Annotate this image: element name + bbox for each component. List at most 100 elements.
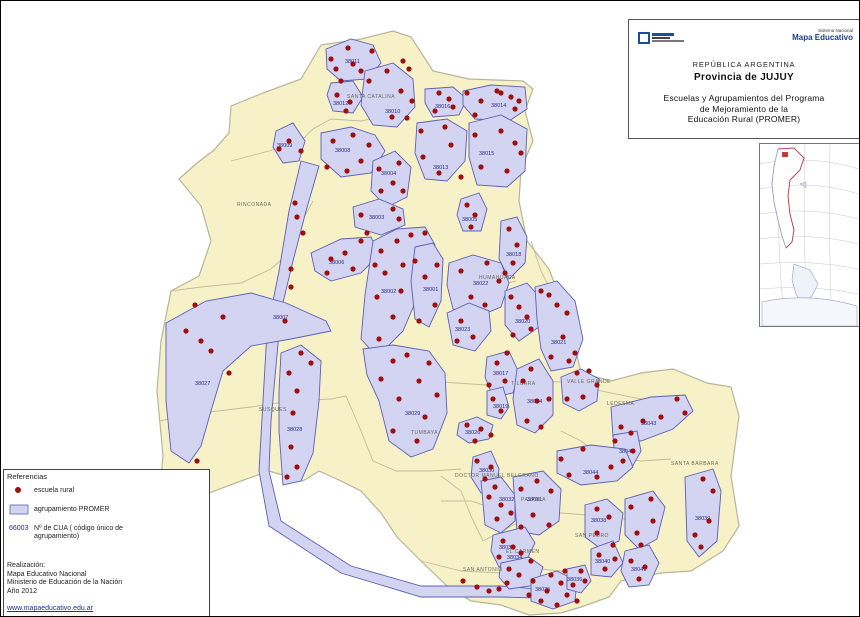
svg-text:38020: 38020 (515, 319, 530, 325)
promer-groups (272, 38, 722, 610)
school-marker (454, 338, 460, 344)
school-marker (468, 224, 474, 230)
credit-line-1: Realización: (7, 562, 46, 569)
school-marker (350, 266, 356, 272)
school-marker (472, 438, 478, 444)
school-marker (512, 106, 518, 112)
school-marker (416, 378, 422, 384)
school-marker (378, 188, 384, 194)
svg-text:SANTA BARBARA: SANTA BARBARA (671, 461, 719, 467)
school-marker (460, 578, 466, 584)
mapa-educativo-link[interactable]: www.mapaeducativo.edu.ar (7, 605, 93, 612)
school-marker (516, 98, 522, 104)
title-box: Sistema Nacional Mapa Educativo REPÚBLIC… (628, 19, 859, 139)
school-marker (208, 348, 214, 354)
school-marker (572, 350, 578, 356)
school-marker (594, 474, 600, 480)
school-marker (198, 338, 204, 344)
svg-text:38039: 38039 (695, 516, 710, 522)
school-marker (498, 408, 504, 414)
school-marker (554, 302, 560, 308)
school-marker (504, 350, 510, 356)
school-marker (526, 592, 532, 598)
svg-text:TILCARA: TILCARA (511, 381, 536, 387)
school-marker (478, 164, 484, 170)
svg-text:LEDESMA: LEDESMA (607, 401, 635, 407)
school-marker (384, 68, 390, 74)
legend: Referencias escuela rural agrupamiento P… (3, 469, 210, 616)
school-marker (458, 268, 464, 274)
school-marker (330, 138, 336, 144)
svg-text:HUMAHUACA: HUMAHUACA (479, 275, 516, 281)
school-marker (396, 396, 402, 402)
school-marker (580, 394, 586, 400)
school-marker (508, 94, 514, 100)
school-marker-icon (15, 487, 21, 493)
school-marker (564, 396, 570, 402)
school-marker (628, 558, 634, 564)
school-marker (486, 494, 492, 500)
school-marker (610, 542, 616, 548)
school-marker (506, 566, 512, 572)
svg-text:38032: 38032 (499, 497, 514, 503)
school-marker (534, 478, 540, 484)
school-marker (482, 302, 488, 308)
school-marker (512, 140, 518, 146)
school-marker (350, 61, 356, 67)
school-marker (464, 90, 470, 96)
school-marker (432, 302, 438, 308)
school-marker (548, 488, 554, 494)
school-marker (458, 174, 464, 180)
school-marker (608, 464, 614, 470)
school-marker (502, 270, 508, 276)
school-marker (514, 242, 520, 248)
school-marker (470, 334, 476, 340)
school-marker (468, 294, 474, 300)
school-marker (464, 202, 470, 208)
school-marker (710, 488, 716, 494)
school-marker (338, 78, 344, 84)
map-subtitle: Escuelas y Agrupamientos del Programa de… (629, 93, 859, 125)
school-marker (422, 274, 428, 280)
svg-text:38001: 38001 (423, 287, 438, 293)
school-marker (183, 328, 189, 334)
svg-text:38040: 38040 (595, 559, 610, 565)
school-marker (538, 598, 544, 604)
subtitle-line-2: de Mejoramiento de la (699, 103, 789, 114)
svg-text:38028: 38028 (287, 427, 302, 433)
school-marker (464, 422, 470, 428)
school-marker (286, 370, 292, 376)
school-marker (486, 382, 492, 388)
svg-text:38010: 38010 (385, 109, 400, 115)
legend-cua-code: 66003 (9, 525, 29, 532)
school-marker (288, 266, 294, 272)
school-marker (574, 598, 580, 604)
school-marker (390, 358, 396, 364)
svg-text:SAN PEDRO: SAN PEDRO (575, 533, 609, 539)
school-marker (334, 92, 340, 98)
svg-text:38031: 38031 (527, 497, 542, 503)
school-marker (416, 318, 422, 324)
svg-text:SAN ANTONIO: SAN ANTONIO (463, 567, 503, 573)
school-marker (404, 352, 410, 358)
school-marker (358, 158, 364, 164)
school-marker (558, 580, 564, 586)
school-marker (594, 530, 600, 536)
school-marker (518, 524, 524, 530)
svg-text:38030: 38030 (479, 468, 494, 474)
school-marker (378, 376, 384, 382)
school-marker (442, 124, 448, 130)
svg-text:38008: 38008 (335, 148, 350, 154)
school-marker (658, 414, 664, 420)
school-marker (276, 146, 282, 152)
school-marker (374, 294, 380, 300)
school-marker (345, 45, 351, 51)
school-marker (400, 188, 406, 194)
svg-text:38033: 38033 (499, 545, 514, 551)
school-marker (294, 464, 300, 470)
school-marker (364, 230, 370, 236)
school-marker (418, 128, 424, 134)
school-marker (518, 550, 524, 556)
